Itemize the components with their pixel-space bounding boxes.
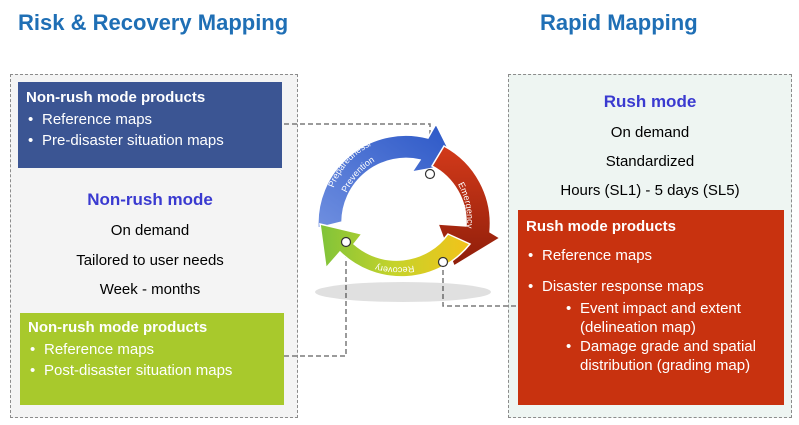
non-rush-products-box-top: Non-rush mode products Reference maps Pr… — [18, 82, 282, 168]
rush-mode-line: Hours (SL1) - 5 days (SL5) — [560, 182, 740, 199]
non-rush-mode-line: On demand — [110, 222, 190, 239]
non-rush-mode-title: Non-rush mode — [87, 190, 213, 209]
list-item: Reference maps — [28, 339, 276, 360]
box-title: Rush mode products — [526, 218, 677, 235]
list-item: Post-disaster situation maps — [28, 360, 276, 381]
cycle-label-recovery: Recovery — [374, 262, 416, 275]
preparedness-arrow — [317, 122, 458, 229]
rush-mode-line: Standardized — [605, 153, 695, 170]
connector-dot — [424, 168, 436, 180]
recovery-arrow — [319, 223, 472, 278]
sub-list-item: Damage grade and spatial — [564, 337, 776, 356]
connector-dot — [437, 256, 449, 268]
non-rush-mode-line: Tailored to user needs — [76, 252, 224, 269]
rush-mode-line: On demand — [610, 124, 690, 141]
heading-risk-recovery: Risk & Recovery Mapping — [18, 10, 289, 35]
rush-mode-title: Rush mode — [603, 92, 697, 111]
sub-list-item-continuation: distribution (grading map) — [580, 357, 751, 374]
list-item: Reference maps — [526, 245, 776, 266]
non-rush-products-box-bottom: Non-rush mode products Reference maps Po… — [20, 313, 284, 405]
box-title: Non-rush mode products — [26, 89, 206, 106]
list-item: Disaster response maps — [526, 276, 776, 297]
list-item: Pre-disaster situation maps — [26, 130, 274, 151]
box-title: Non-rush mode products — [28, 319, 208, 336]
connector-dot — [340, 236, 352, 248]
rush-products-box: Rush mode products Reference maps Disast… — [518, 210, 784, 405]
heading-rapid-mapping: Rapid Mapping — [540, 10, 698, 35]
sub-list-item: Event impact and extent — [564, 299, 776, 318]
non-rush-mode-line: Week - months — [99, 281, 201, 298]
connector-line — [442, 262, 518, 307]
list-item: Reference maps — [26, 109, 274, 130]
connector-line — [284, 242, 347, 357]
sub-list-item-continuation: (delineation map) — [580, 319, 696, 336]
